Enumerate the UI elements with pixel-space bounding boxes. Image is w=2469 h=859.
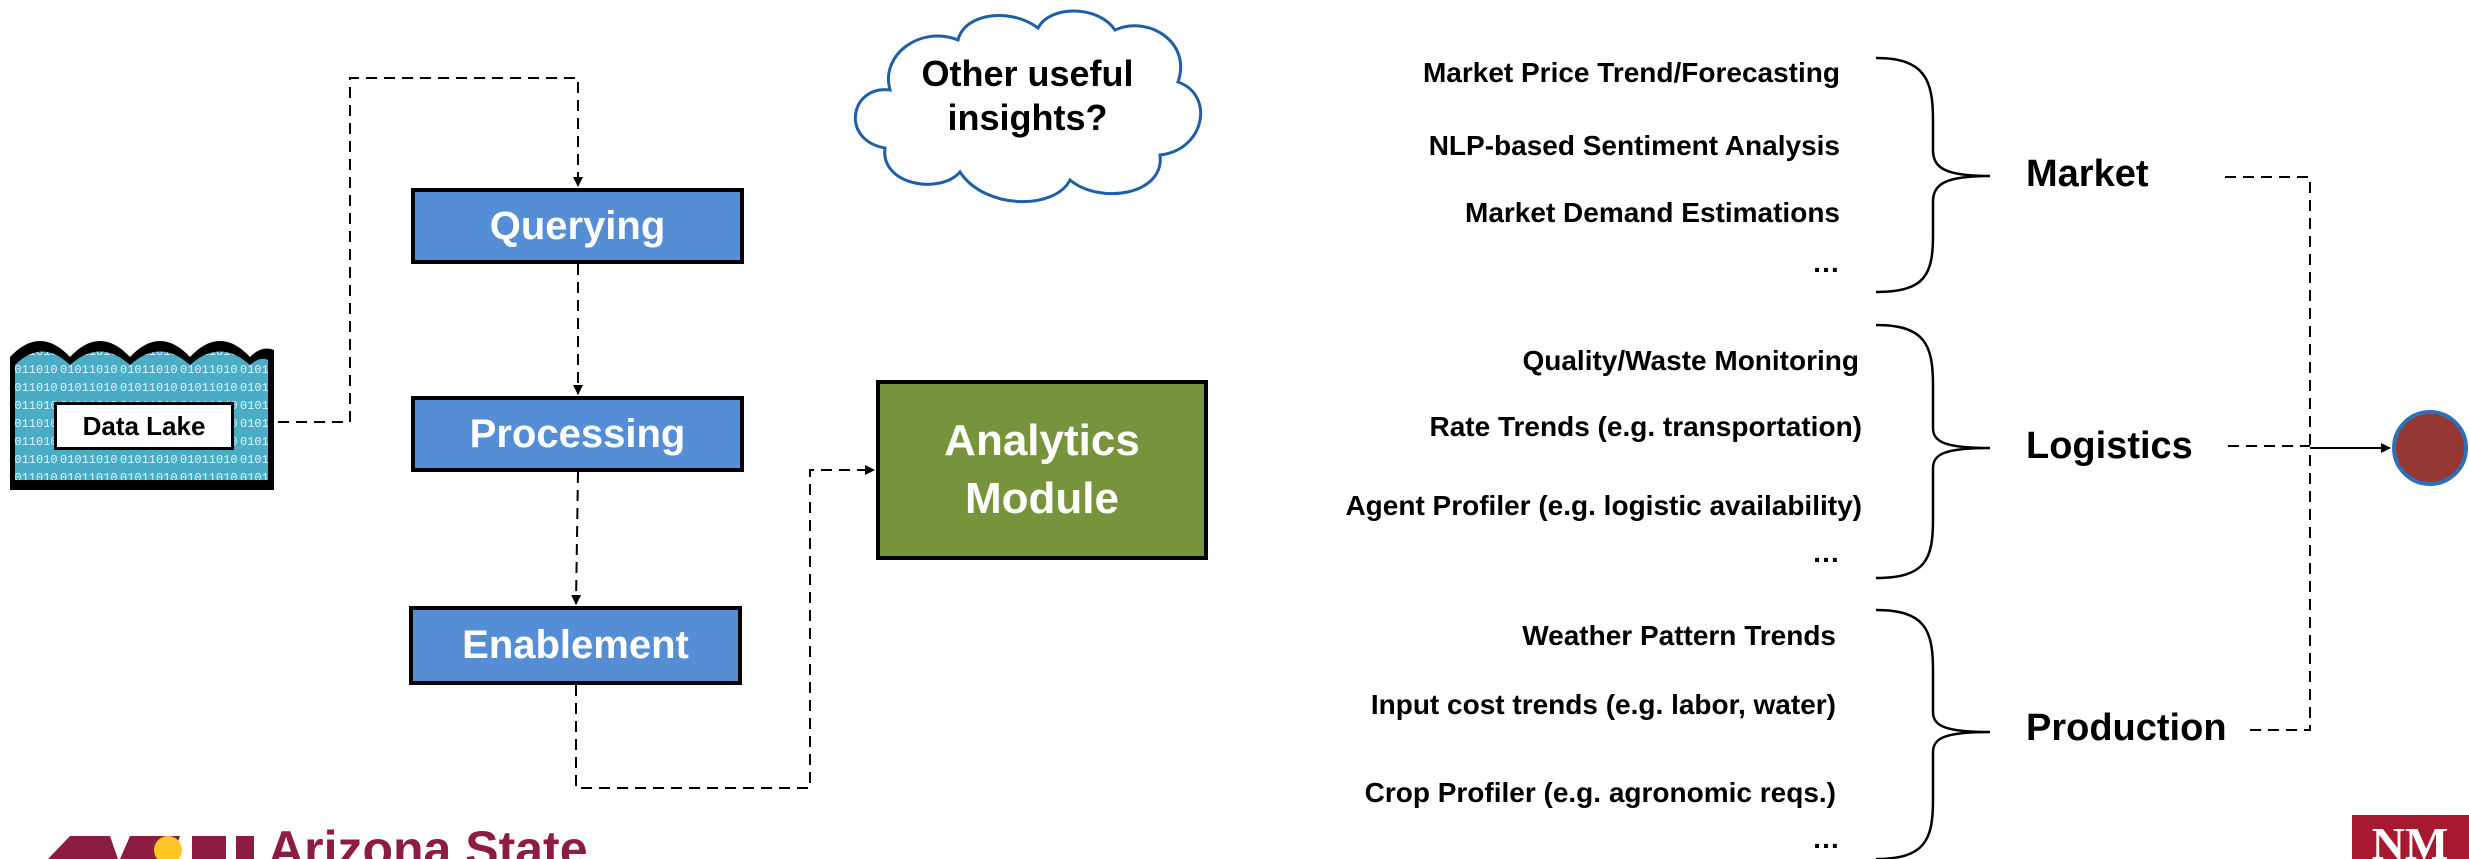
nm-logo-mark: NM [2352, 815, 2469, 859]
market-item-2: NLP-based Sentiment Analysis [1428, 130, 1840, 161]
logistics-item-4: … [1812, 537, 1840, 568]
logistics-brace [1875, 323, 1991, 580]
market-label: Market [2026, 153, 2149, 195]
production-item-3: Crop Profiler (e.g. agronomic reqs.) [1364, 777, 1836, 808]
analytics-module-label: Analytics Module [944, 416, 1140, 523]
production-item-4: … [1812, 823, 1840, 854]
production-item-2: Input cost trends (e.g. labor, water) [1370, 689, 1836, 720]
cloud-text: Other useful insights? [921, 53, 1134, 138]
market-item-4: … [1812, 247, 1840, 278]
querying-box: Querying [411, 188, 744, 264]
production-brace [1875, 608, 1991, 859]
enablement-box: Enablement [409, 606, 742, 685]
market-item-3: Market Demand Estimations [1465, 197, 1840, 228]
querying-label: Querying [489, 203, 666, 248]
asu-logo-mark [48, 836, 254, 859]
enablement-label: Enablement [462, 623, 689, 667]
production-label: Production [2026, 707, 2227, 749]
connector-market-to-output [2225, 176, 2311, 448]
output-node [2392, 410, 2468, 486]
connector-enablement-to-analytics [575, 465, 875, 789]
connector-production-to-output [2250, 448, 2311, 731]
cloud-shape [854, 9, 1203, 204]
processing-label: Processing [469, 411, 686, 456]
logistics-item-3: Agent Profiler (e.g. logistic availabili… [1345, 490, 1862, 521]
logistics-label: Logistics [2026, 425, 2193, 467]
market-brace [1875, 56, 1991, 294]
connector-processing-to-enablement [571, 471, 582, 605]
asu-wordmark: Arizona State [268, 821, 588, 859]
production-item-1: Weather Pattern Trends [1522, 620, 1836, 651]
logistics-item-2: Rate Trends (e.g. transportation) [1429, 411, 1863, 442]
market-item-1: Market Price Trend/Forecasting [1422, 57, 1840, 88]
logistics-item-1: Quality/Waste Monitoring [1522, 345, 1859, 376]
connector-lake-to-querying [278, 77, 583, 423]
data-lake-label: Data Lake [54, 402, 234, 450]
processing-box: Processing [411, 396, 744, 472]
analytics-module-box: Analytics Module [876, 380, 1208, 560]
svg-text:NM: NM [2372, 818, 2449, 859]
